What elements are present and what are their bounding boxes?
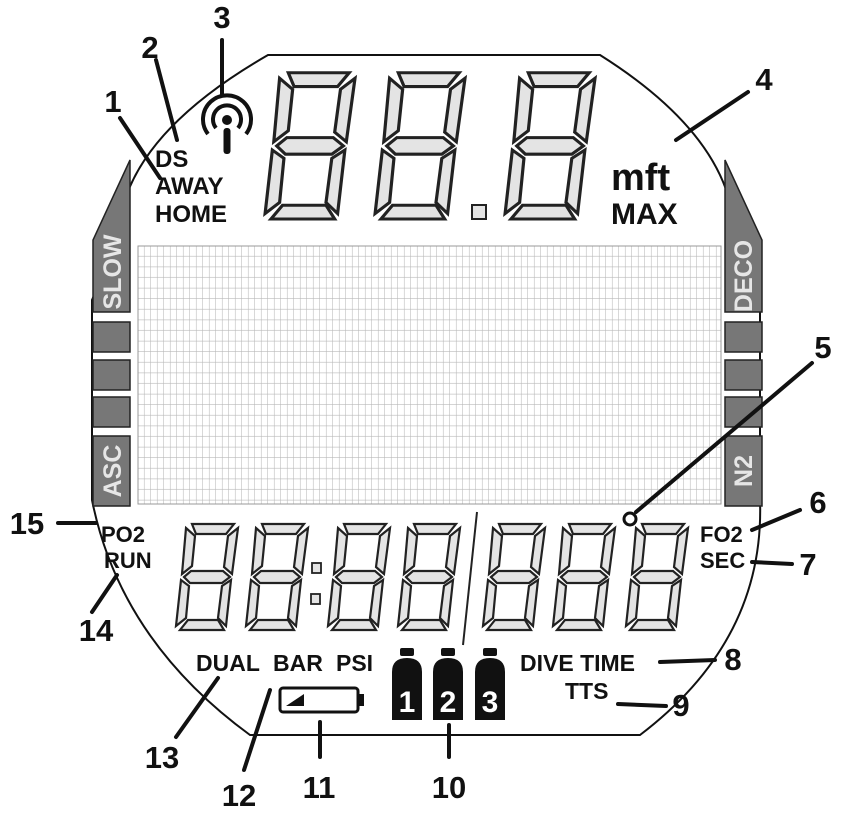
callout-1: 1 <box>104 84 121 119</box>
callout-11: 11 <box>303 770 336 805</box>
tank-icon-3: 3 <box>475 648 505 720</box>
left-side-bars: SLOW ASC <box>92 159 131 507</box>
tank-number-2: 2 <box>440 686 457 719</box>
dual-label: DUAL <box>196 650 260 676</box>
max-label: MAX <box>611 198 678 231</box>
tank-icons: 1 2 3 <box>392 648 505 720</box>
dot-matrix-area <box>137 245 722 505</box>
callout-7: 7 <box>799 547 816 582</box>
fo2-label: FO2 <box>700 522 743 547</box>
battery-icon <box>278 686 364 714</box>
bar-label: BAR <box>273 650 323 676</box>
callout-6: 6 <box>809 485 826 520</box>
callout-8: 8 <box>724 642 741 677</box>
home-label: HOME <box>155 201 227 228</box>
decimal-point <box>471 204 487 220</box>
callout-14: 14 <box>79 613 114 648</box>
colon-dot-bottom <box>310 593 321 605</box>
callout-9: 9 <box>672 688 689 723</box>
callout-3: 3 <box>213 0 230 35</box>
callout-5: 5 <box>814 330 831 365</box>
callout-2: 2 <box>141 30 158 65</box>
run-label: RUN <box>104 548 152 573</box>
callout-12: 12 <box>222 778 256 813</box>
ds-label: DS <box>155 146 188 173</box>
tank-number-3: 3 <box>482 686 499 719</box>
tank-icon-1: 1 <box>392 648 422 720</box>
depth-digits <box>263 71 597 221</box>
tank-number-1: 1 <box>399 686 416 719</box>
dive-time-label: DIVE TIME <box>520 650 635 676</box>
n2-label: N2 <box>730 455 758 487</box>
tts-label: TTS <box>565 678 608 704</box>
colon-dot-top <box>311 562 322 574</box>
callout-13: 13 <box>145 740 179 775</box>
asc-label: ASC <box>99 445 127 498</box>
tank-icon-2: 2 <box>433 648 463 720</box>
signal-icon <box>201 93 253 154</box>
deco-label: DECO <box>730 240 758 312</box>
psi-label: PSI <box>336 650 373 676</box>
degree-indicator <box>622 511 638 527</box>
right-side-bars: DECO N2 <box>724 159 763 507</box>
callout-15: 15 <box>10 506 44 541</box>
slow-label: SLOW <box>99 234 127 309</box>
mft-label: mft <box>611 157 670 199</box>
sec-label: SEC <box>700 548 745 573</box>
po2-label: PO2 <box>101 522 145 547</box>
callout-10: 10 <box>432 770 466 805</box>
away-label: AWAY <box>155 173 223 200</box>
divider-slash <box>462 511 478 646</box>
callout-4: 4 <box>755 62 773 97</box>
time-digits <box>174 511 690 646</box>
callout-lines <box>56 38 814 772</box>
